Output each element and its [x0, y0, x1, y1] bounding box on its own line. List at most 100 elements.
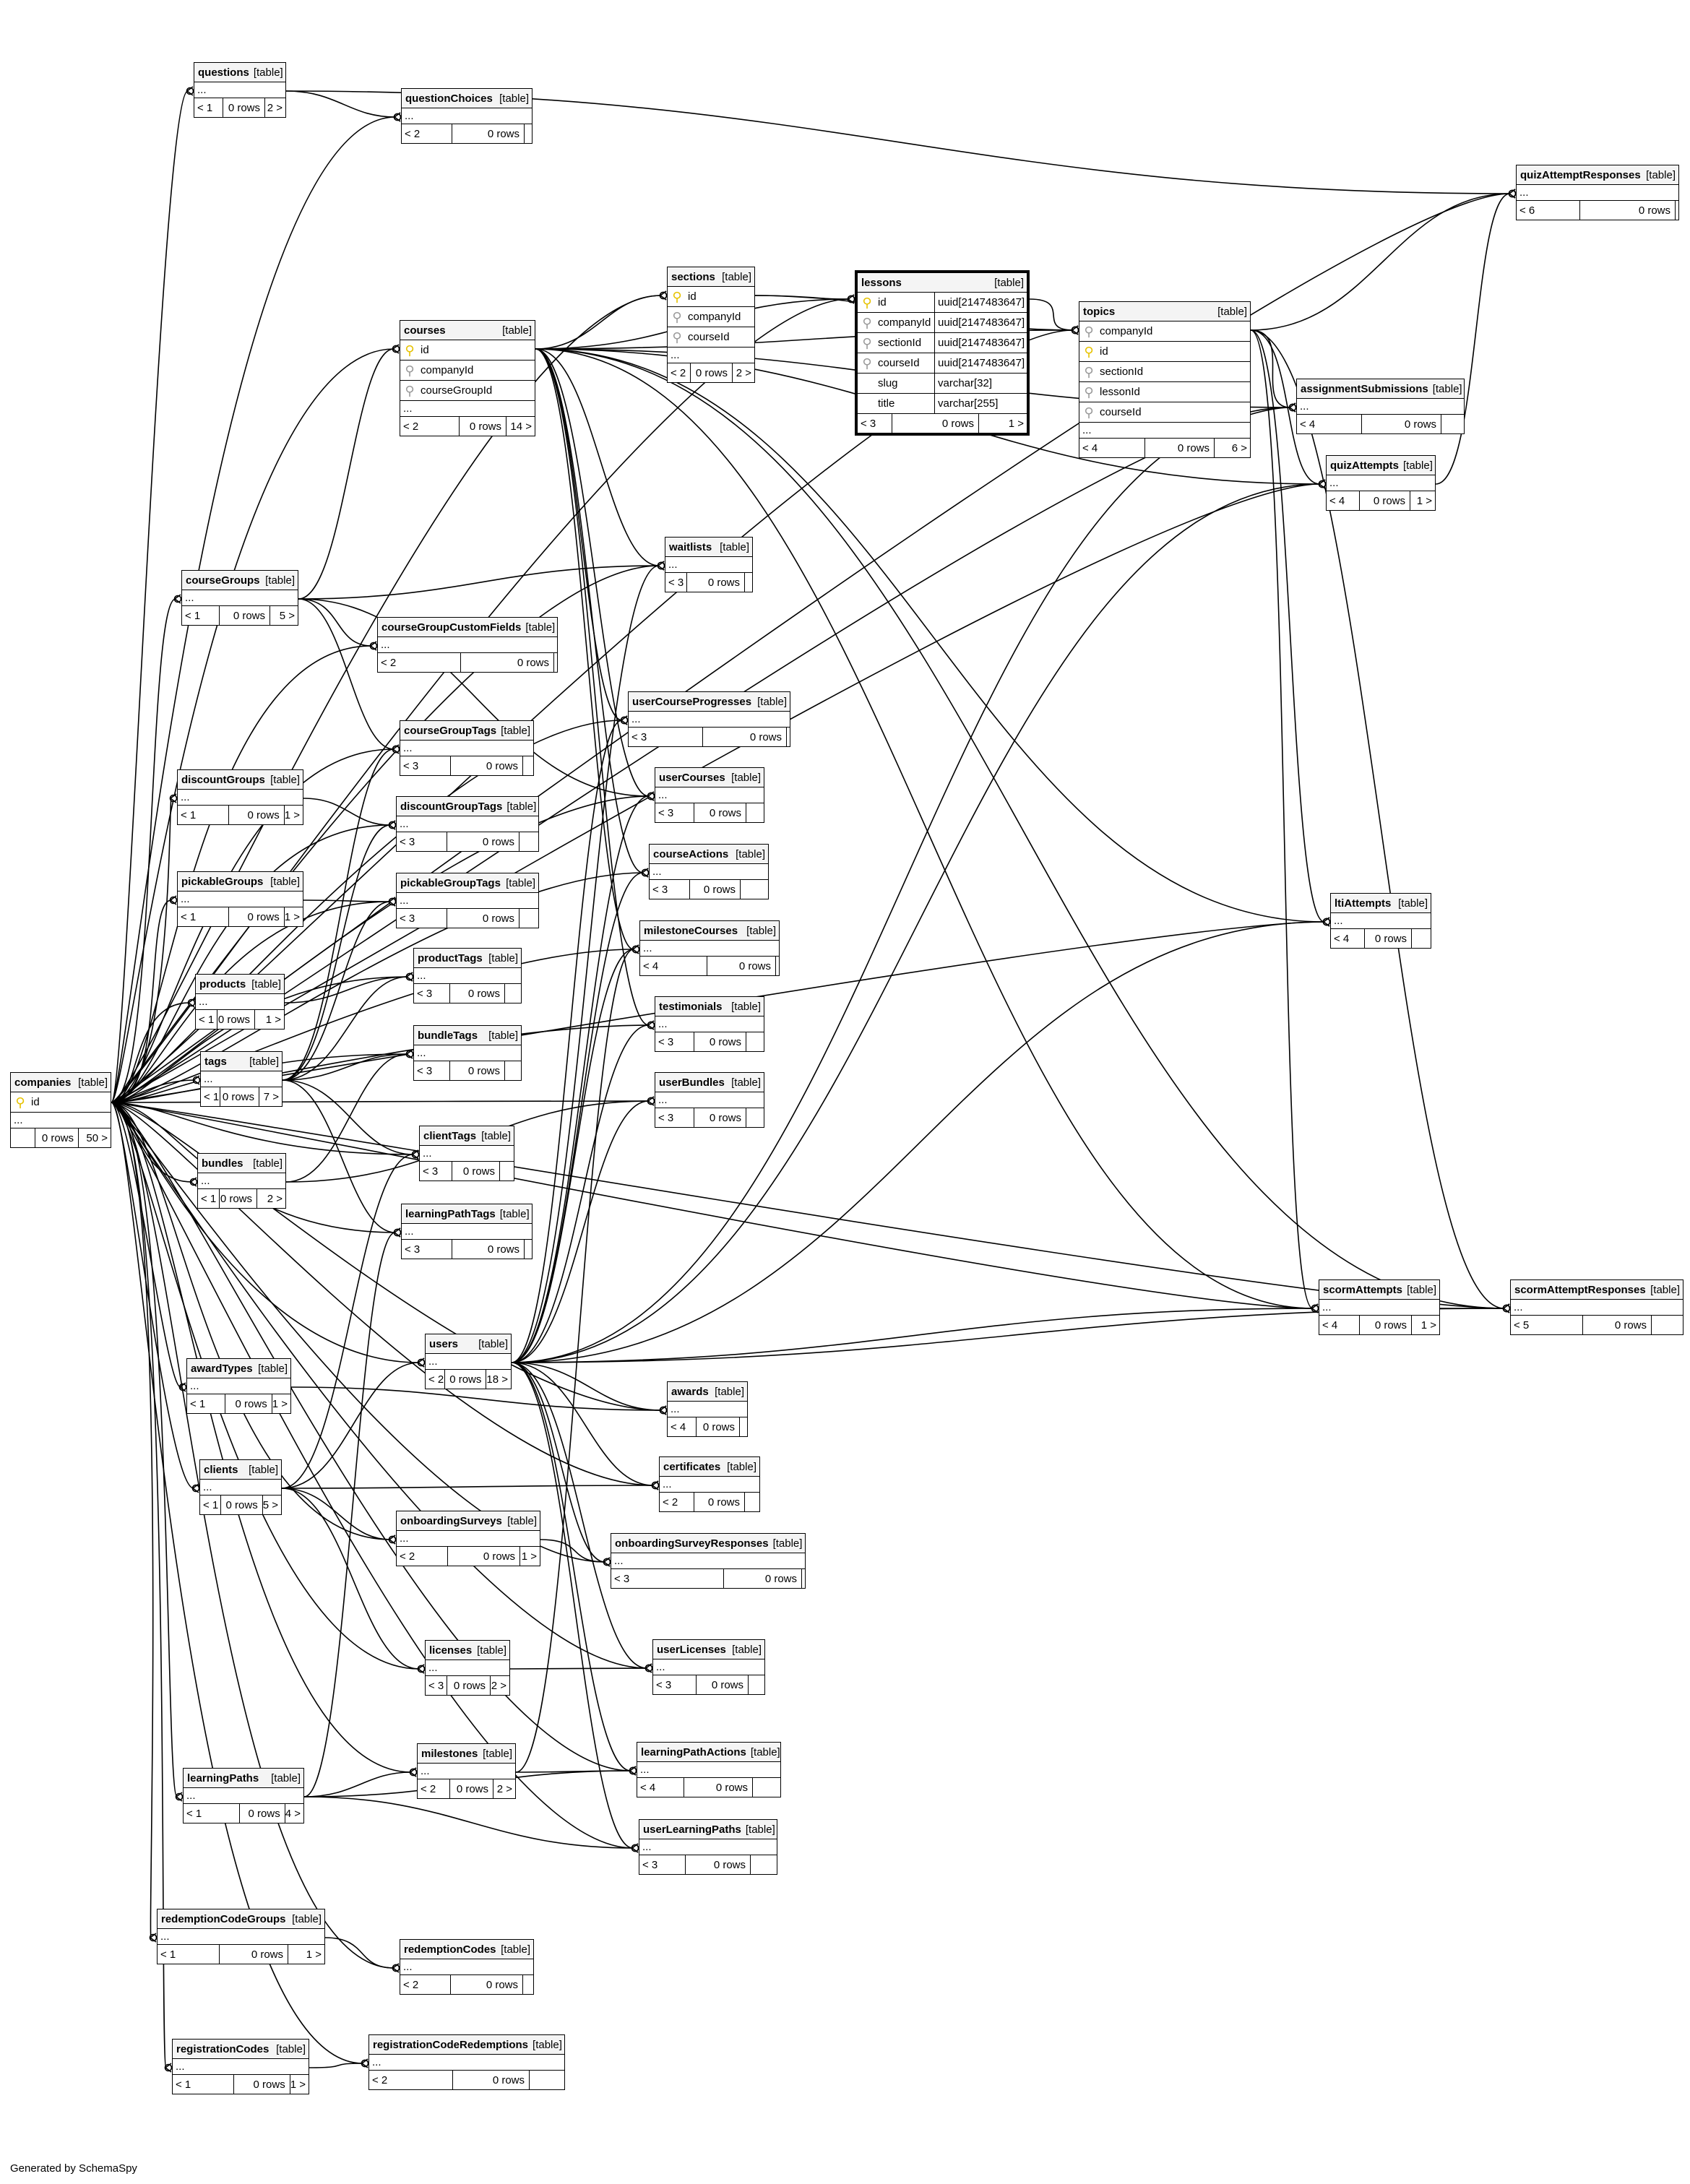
parents-count[interactable]: < 1 [178, 806, 230, 824]
parents-count[interactable]: < 2 [369, 2071, 453, 2089]
table-topics[interactable]: topics [table]⚲ companyId⚲ id⚲ sectionId… [1079, 301, 1251, 458]
table-tags[interactable]: tags [table]... < 1 0 rows 7 > [200, 1051, 283, 1107]
table-pickableGroups[interactable]: pickableGroups [table]... < 1 0 rows 1 > [177, 871, 303, 927]
children-count[interactable] [525, 124, 532, 143]
column-row[interactable]: ⚲ companyId [400, 361, 535, 381]
children-count[interactable] [519, 832, 538, 851]
children-count[interactable] [554, 653, 557, 672]
children-count[interactable] [530, 2071, 564, 2089]
table-registrationCodes[interactable]: registrationCodes [table]... < 1 0 rows … [172, 2039, 309, 2094]
table-questions[interactable]: questions [table]... < 1 0 rows 2 > [194, 62, 286, 118]
table-learningPathTags[interactable]: learningPathTags [table]... < 3 0 rows [401, 1204, 533, 1259]
table-redemptionCodeGroups[interactable]: redemptionCodeGroups [table]... < 1 0 ro… [157, 1909, 325, 1964]
table-products[interactable]: products [table]... < 1 0 rows 1 > [195, 974, 285, 1030]
parents-count[interactable]: < 4 [640, 957, 707, 975]
children-count[interactable] [505, 1061, 521, 1080]
table-ltiAttempts[interactable]: ltiAttempts [table]... < 4 0 rows [1330, 893, 1431, 949]
children-count[interactable]: 1 > [306, 1948, 322, 1961]
parents-count[interactable]: < 3 [420, 1162, 452, 1181]
table-clients[interactable]: clients [table]... < 1 0 rows 5 > [199, 1459, 282, 1515]
column-row[interactable]: ⚲ companyId [1079, 321, 1250, 342]
parents-count[interactable]: < 1 [184, 1804, 240, 1823]
children-count[interactable]: 4 > [285, 1807, 301, 1820]
parents-count[interactable]: < 2 [400, 1975, 451, 1994]
table-learningPathActions[interactable]: learningPathActions [table]... < 4 0 row… [637, 1742, 781, 1797]
table-users[interactable]: users [table]... < 2 0 rows 18 > [425, 1334, 512, 1389]
table-userLearningPaths[interactable]: userLearningPaths [table]... < 3 0 rows [639, 1819, 777, 1875]
column-row[interactable]: ⚲ sectionId [1079, 362, 1250, 382]
table-learningPaths[interactable]: learningPaths [table]... < 1 0 rows 4 > [183, 1768, 304, 1823]
parents-count[interactable]: < 1 [158, 1945, 220, 1964]
table-productTags[interactable]: productTags [table]... < 3 0 rows [413, 948, 522, 1003]
table-scormAttemptResponses[interactable]: scormAttemptResponses [table]... < 5 0 r… [1510, 1279, 1683, 1335]
column-row[interactable]: ⚲ lessonId [1079, 382, 1250, 402]
parents-count[interactable]: < 5 [1511, 1316, 1583, 1334]
parents-count[interactable]: < 4 [1327, 491, 1360, 510]
children-count[interactable] [802, 1569, 805, 1588]
children-count[interactable] [776, 957, 779, 975]
table-quizAttemptResponses[interactable]: quizAttemptResponses [table]... < 6 0 ro… [1516, 165, 1679, 220]
parents-count[interactable]: < 6 [1517, 201, 1580, 220]
table-clientTags[interactable]: clientTags [table]... < 3 0 rows [419, 1126, 514, 1181]
children-count[interactable] [1676, 201, 1678, 220]
children-count[interactable] [745, 573, 752, 592]
parents-count[interactable]: < 1 [178, 907, 230, 926]
children-count[interactable]: 5 > [262, 1498, 278, 1511]
parents-count[interactable]: < 2 [400, 417, 460, 436]
children-count[interactable] [741, 880, 768, 899]
children-count[interactable]: 5 > [279, 609, 295, 622]
children-count[interactable] [749, 1675, 764, 1694]
table-milestoneCourses[interactable]: milestoneCourses [table]... < 4 0 rows [639, 920, 780, 976]
parents-count[interactable]: < 3 [397, 909, 447, 928]
children-count[interactable] [505, 984, 521, 1003]
table-onboardingSurveyResponses[interactable]: onboardingSurveyResponses [table]... < 3… [611, 1533, 806, 1589]
parents-count[interactable]: < 3 [402, 1240, 452, 1259]
table-userCourses[interactable]: userCourses [table]... < 3 0 rows [655, 767, 764, 823]
table-waitlists[interactable]: waitlists [table]... < 3 0 rows [665, 537, 753, 592]
table-bundles[interactable]: bundles [table]... < 1 0 rows 2 > [197, 1153, 286, 1209]
children-count[interactable] [1441, 415, 1464, 433]
parents-count[interactable]: < 3 [426, 1676, 447, 1695]
column-row[interactable]: ⚲ id [1079, 342, 1250, 362]
children-count[interactable] [523, 756, 533, 775]
children-count[interactable]: 1 > [284, 808, 300, 821]
children-count[interactable] [753, 1778, 780, 1797]
parents-count[interactable]: < 3 [397, 832, 447, 851]
parents-count[interactable]: < 3 [639, 1855, 686, 1874]
table-courseGroupCustomFields[interactable]: courseGroupCustomFields [table]... < 2 0… [377, 617, 558, 673]
table-discountGroupTags[interactable]: discountGroupTags [table]... < 3 0 rows [396, 796, 539, 852]
table-discountGroups[interactable]: discountGroups [table]... < 1 0 rows 1 > [177, 769, 303, 825]
parents-count[interactable]: < 1 [173, 2075, 235, 2094]
table-userLicenses[interactable]: userLicenses [table]... < 3 0 rows [652, 1639, 765, 1695]
children-count[interactable] [746, 803, 764, 822]
table-courseActions[interactable]: courseActions [table]... < 3 0 rows [649, 844, 769, 899]
parents-count[interactable]: < 2 [402, 124, 452, 143]
children-count[interactable]: 2 > [491, 1679, 506, 1692]
parents-count[interactable]: < 1 [200, 1495, 221, 1514]
children-count[interactable]: 7 > [263, 1090, 279, 1103]
children-count[interactable]: 1 > [265, 1013, 281, 1026]
parents-count[interactable]: < 2 [668, 363, 691, 382]
table-bundleTags[interactable]: bundleTags [table]... < 3 0 rows [413, 1025, 522, 1081]
children-count[interactable]: 2 > [496, 1782, 512, 1795]
table-awardTypes[interactable]: awardTypes [table]... < 1 0 rows 1 > [186, 1358, 291, 1414]
children-count[interactable]: 1 > [521, 1550, 537, 1563]
children-count[interactable]: 2 > [736, 366, 751, 379]
parents-count[interactable]: < 2 [660, 1493, 694, 1511]
children-count[interactable] [523, 1975, 533, 1994]
parents-count[interactable]: < 2 [378, 653, 461, 672]
children-count[interactable] [525, 1240, 532, 1259]
table-courseGroupTags[interactable]: courseGroupTags [table]... < 3 0 rows [400, 720, 534, 776]
table-courseGroups[interactable]: courseGroups [table]... < 1 0 rows 5 > [181, 570, 298, 626]
children-count[interactable]: 14 > [510, 420, 532, 433]
table-courses[interactable]: courses [table]⚲ id⚲ companyId⚲ courseGr… [400, 320, 535, 436]
parents-count[interactable]: < 1 [182, 606, 220, 625]
parents-count[interactable]: < 3 [414, 1061, 450, 1080]
parents-count[interactable]: < 1 [194, 98, 223, 117]
parents-count[interactable]: < 1 [201, 1087, 220, 1106]
children-count[interactable]: 1 > [1008, 417, 1024, 430]
